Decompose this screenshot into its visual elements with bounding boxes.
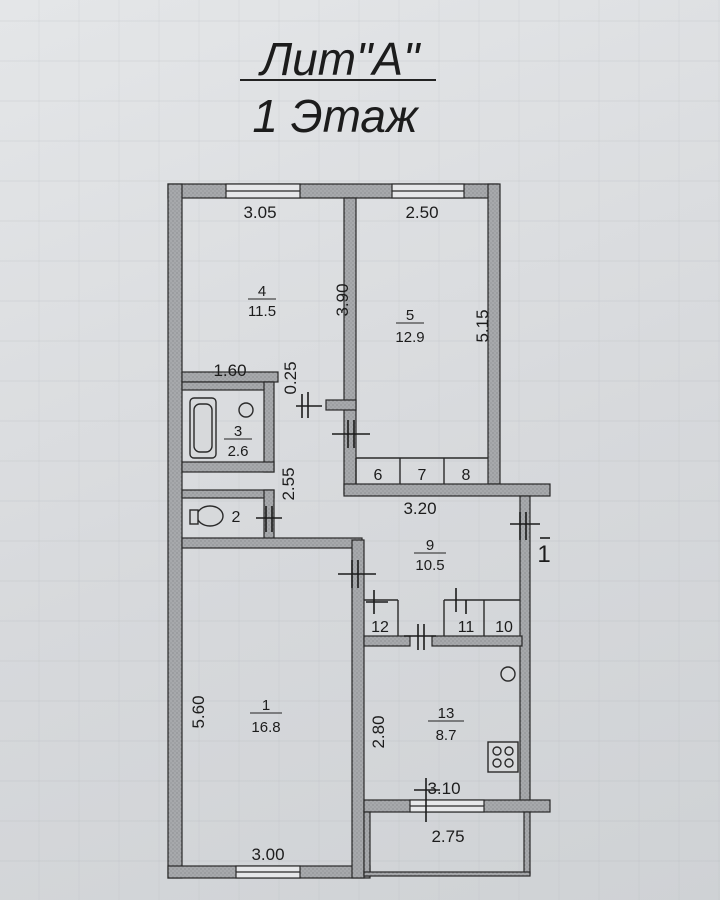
dim-room1-width: 3.00 [251, 845, 284, 864]
windows [225, 183, 485, 879]
dim-room9-width: 3.20 [403, 499, 436, 518]
door-marks [256, 392, 540, 822]
dim-gap: 0.25 [281, 361, 300, 394]
dim-room1-length: 5.60 [189, 695, 208, 728]
dimension-labels: 3.05 2.50 3.90 5.15 1.60 0.25 2.55 3.20 … [189, 203, 492, 864]
room-9-number: 9 [426, 537, 434, 554]
room-5-number: 5 [406, 307, 414, 324]
room-2-number: 2 [232, 509, 241, 526]
dim-room5-width: 2.50 [405, 203, 438, 222]
room-7-number: 7 [418, 467, 427, 484]
room-12-number: 12 [371, 619, 389, 636]
room-labels: 4 11.5 5 12.9 3 2.6 9 10.5 1 16.8 13 8.7 [224, 283, 464, 744]
room-10-number: 10 [495, 619, 513, 636]
room-13-number: 13 [438, 705, 455, 722]
dim-room4-length: 3.90 [333, 283, 352, 316]
room-4-number: 4 [258, 283, 266, 300]
walls [167, 183, 551, 879]
entrance-label: 1 [537, 541, 550, 568]
dim-room13-width: 3.10 [427, 779, 460, 798]
dim-room3-width: 1.60 [213, 361, 246, 380]
dim-room4-width: 3.05 [243, 203, 276, 222]
dim-balcony-width: 2.75 [431, 827, 464, 846]
room-3-number: 3 [234, 423, 242, 440]
sink-icon [238, 402, 254, 418]
room-5-area: 12.9 [395, 329, 424, 346]
dim-room5-length: 5.15 [473, 309, 492, 342]
closets-6-7-8 [355, 457, 488, 484]
room-1-area: 16.8 [251, 719, 280, 736]
room-8-number: 8 [462, 467, 471, 484]
title-line1: Лит"А" [258, 33, 422, 85]
room-6-number: 6 [374, 467, 383, 484]
room-9-area: 10.5 [415, 557, 444, 574]
dim-room13-length: 2.80 [369, 715, 388, 748]
title-line2: 1 Этаж [252, 90, 420, 142]
room-11-number: 11 [458, 619, 475, 636]
room-3-area: 2.6 [228, 443, 249, 460]
small-room-labels: 2 6 7 8 10 11 12 [232, 467, 513, 636]
room-4-area: 11.5 [248, 303, 276, 320]
toilet-icon [196, 505, 224, 527]
stove-icon [487, 741, 519, 773]
room-1-number: 1 [262, 697, 270, 714]
fixtures [189, 397, 519, 773]
closets-10-11-12 [364, 599, 520, 636]
room-13-area: 8.7 [436, 727, 457, 744]
kitchen-sink-icon [500, 666, 516, 682]
dim-corridor: 2.55 [279, 467, 298, 500]
